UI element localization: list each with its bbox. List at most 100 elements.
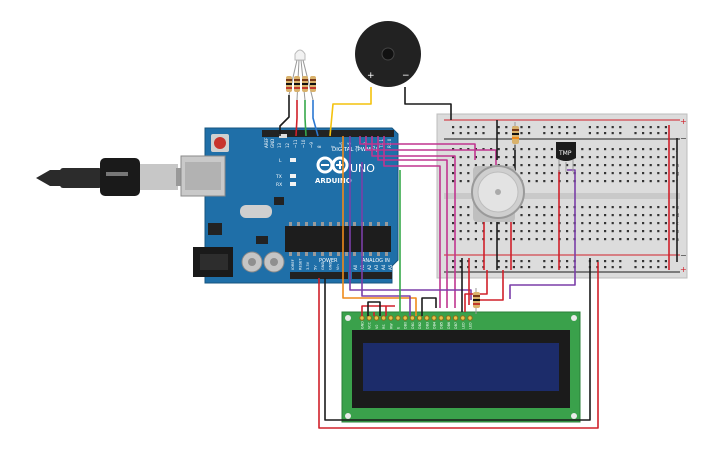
breadboard-hole <box>642 172 645 175</box>
breadboard-hole <box>505 132 508 135</box>
breadboard-hole <box>512 156 515 159</box>
breadboard-hole <box>596 206 599 209</box>
breadboard-hole <box>657 164 660 167</box>
breadboard-hole <box>657 214 660 217</box>
wire <box>342 136 417 316</box>
breadboard-hole <box>543 266 546 269</box>
breadboard-hole <box>581 164 584 167</box>
lcd-pin <box>431 315 437 321</box>
breadboard-hole <box>657 222 660 225</box>
breadboard-hole <box>459 180 462 183</box>
breadboard-hole <box>452 126 455 129</box>
breadboard-hole <box>626 156 629 159</box>
breadboard-hole <box>543 126 546 129</box>
breadboard-hole <box>649 172 652 175</box>
rgb-led <box>288 49 314 101</box>
breadboard-hole <box>649 156 652 159</box>
breadboard-hole <box>664 148 667 151</box>
crystal <box>240 205 272 218</box>
breadboard-hole <box>588 214 591 217</box>
breadboard-hole <box>611 260 614 263</box>
breadboard-hole <box>535 164 538 167</box>
breadboard-hole <box>604 156 607 159</box>
lcd-pin-label: RS <box>382 324 386 329</box>
breadboard-hole <box>588 126 591 129</box>
breadboard-hole <box>490 148 493 151</box>
breadboard-hole <box>528 206 531 209</box>
breadboard-hole <box>588 230 591 233</box>
breadboard-hole <box>581 156 584 159</box>
wire <box>404 87 452 120</box>
breadboard-hole <box>459 206 462 209</box>
breadboard-hole <box>649 148 652 151</box>
pin-label: A5 <box>388 264 393 270</box>
breadboard-hole <box>604 266 607 269</box>
breadboard-hole <box>672 148 675 151</box>
breadboard-hole <box>626 180 629 183</box>
breadboard-hole <box>611 172 614 175</box>
breadboard-hole <box>520 238 523 241</box>
digital-label: DIGITAL (PWM~) <box>332 147 378 153</box>
breadboard-hole <box>604 148 607 151</box>
breadboard-hole <box>543 132 546 135</box>
breadboard-hole <box>467 148 470 151</box>
breadboard-hole <box>649 230 652 233</box>
breadboard-hole <box>558 126 561 129</box>
lcd-pin-label: DB0 <box>404 322 408 329</box>
breadboard-hole <box>474 126 477 129</box>
breadboard-hole <box>505 164 508 167</box>
breadboard-hole <box>566 230 569 233</box>
lcd-pin <box>380 315 387 321</box>
lcd-pin-label: RW <box>389 323 393 329</box>
lcd-pin-label: DB4 <box>433 322 437 329</box>
breadboard-hole <box>566 180 569 183</box>
breadboard-hole <box>543 222 546 225</box>
breadboard-hole <box>634 126 637 129</box>
breadboard-hole <box>497 230 500 233</box>
lcd-pin-label: DB5 <box>440 322 444 329</box>
breadboard-hole <box>467 214 470 217</box>
breadboard-hole <box>604 222 607 225</box>
breadboard-hole <box>535 214 538 217</box>
breadboard-hole <box>604 132 607 135</box>
breadboard-hole <box>634 132 637 135</box>
breadboard-hole <box>467 230 470 233</box>
breadboard-hole <box>664 238 667 241</box>
breadboard-hole <box>512 148 515 151</box>
breadboard-hole <box>649 260 652 263</box>
breadboard-hole <box>619 132 622 135</box>
breadboard-hole <box>452 156 455 159</box>
lcd-pin <box>416 315 423 321</box>
lcd-pin <box>409 315 416 321</box>
breadboard-hole <box>642 222 645 225</box>
breadboard-hole <box>482 132 485 135</box>
breadboard-hole <box>588 238 591 241</box>
wire <box>361 305 395 316</box>
breadboard-hole <box>566 266 569 269</box>
breadboard-hole <box>550 238 553 241</box>
breadboard-hole <box>467 132 470 135</box>
breadboard-hole <box>512 230 515 233</box>
piezo-buzzer: + − <box>355 21 421 87</box>
breadboard-hole <box>535 172 538 175</box>
breadboard-hole <box>550 148 553 151</box>
breadboard-hole <box>573 132 576 135</box>
breadboard-hole <box>634 260 637 263</box>
breadboard-hole <box>474 148 477 151</box>
breadboard-hole <box>474 156 477 159</box>
breadboard-hole <box>611 222 614 225</box>
breadboard-hole <box>497 222 500 225</box>
breadboard-hole <box>596 172 599 175</box>
analog-header <box>352 272 392 279</box>
breadboard-hole <box>611 164 614 167</box>
row-letter: j <box>675 147 677 153</box>
breadboard-hole <box>535 206 538 209</box>
rail-minus-label: − <box>680 134 687 143</box>
breadboard-hole <box>528 238 531 241</box>
wire <box>318 262 599 429</box>
wire <box>371 136 456 308</box>
breadboard-hole <box>490 230 493 233</box>
breadboard-hole <box>596 180 599 183</box>
breadboard-hole <box>459 266 462 269</box>
